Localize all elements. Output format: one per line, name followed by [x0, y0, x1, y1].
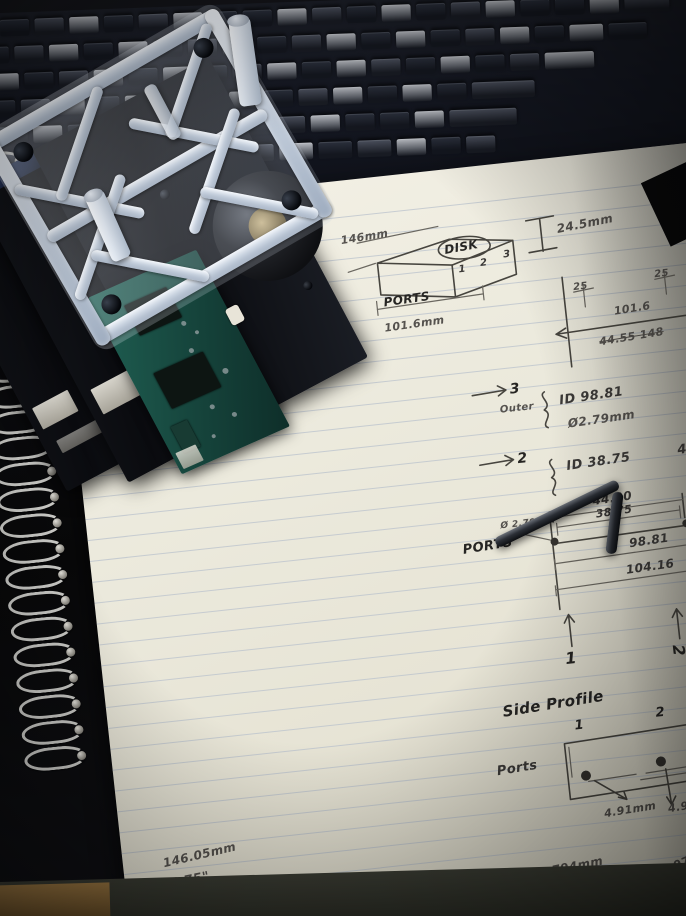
- corner-mark-1: 1: [458, 263, 467, 276]
- desk-wood-corner: [0, 882, 111, 916]
- plan-callout-2: 2: [668, 643, 686, 658]
- corner-mark-3: 3: [502, 248, 512, 261]
- row-1-number: 3: [508, 380, 521, 398]
- spiral-coil: [6, 588, 72, 618]
- spiral-coil: [4, 562, 69, 593]
- hex-key-short-arm: [605, 491, 624, 555]
- row-1-sub: Outer: [499, 401, 535, 416]
- row-2-number: 2: [516, 450, 529, 468]
- hex-key: [493, 478, 646, 586]
- spiral-coil: [1, 536, 66, 567]
- label-disk-circled: DISK: [443, 237, 480, 257]
- spiral-coil: [17, 691, 82, 722]
- hard-drive-stack: [0, 0, 369, 524]
- spiral-coil: [9, 614, 74, 644]
- side-profile-heading: Side Profile: [501, 686, 605, 721]
- corner-mark-2: 2: [479, 257, 488, 270]
- side-label-ports: Ports: [495, 757, 539, 780]
- label-ports-top: PORTS: [382, 288, 431, 310]
- side-marker-1: 1: [573, 717, 585, 734]
- side-marker-2: 2: [654, 704, 666, 721]
- spiral-coil: [15, 666, 80, 696]
- tick-right-25: 25: [653, 267, 670, 281]
- spiral-coil: [12, 640, 77, 670]
- spiral-coil: [23, 743, 88, 774]
- hex-key-long-arm: [493, 478, 621, 549]
- spiral-coil: [20, 717, 85, 748]
- plan-callout-1: 1: [564, 647, 578, 669]
- tick-left-25: 25: [572, 280, 589, 294]
